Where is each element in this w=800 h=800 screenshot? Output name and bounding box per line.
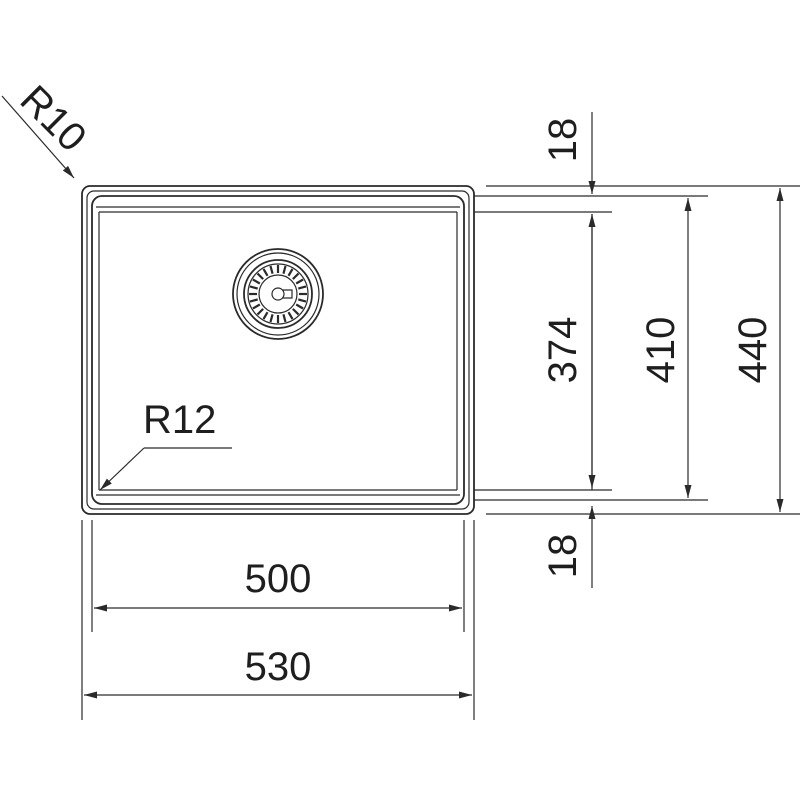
inner-depth-label: 374 xyxy=(541,317,585,384)
drain-slot xyxy=(292,308,300,316)
top-rim-label: 18 xyxy=(541,118,585,163)
r12-callout: R12 xyxy=(99,398,232,491)
drain-slot xyxy=(295,303,304,310)
r12-label: R12 xyxy=(143,398,216,442)
sink-rim-inner-line xyxy=(86,190,470,510)
drain-slot xyxy=(282,265,287,275)
width-dimensions: 500 530 xyxy=(81,520,475,720)
drain-icon xyxy=(232,248,324,340)
drain-slot xyxy=(297,285,307,290)
drain-slot xyxy=(252,278,261,285)
drain-slot xyxy=(287,268,294,277)
outer-width-label: 530 xyxy=(245,645,312,689)
drain-slot xyxy=(256,308,264,316)
drain-slots xyxy=(249,265,307,323)
inner-width-label: 500 xyxy=(245,557,312,601)
drain-slot xyxy=(292,272,300,280)
drain-slot xyxy=(269,313,274,323)
drain-slot xyxy=(269,265,274,275)
bottom-rim-label: 18 xyxy=(541,534,585,579)
sink-outline xyxy=(81,185,475,515)
drain-slot xyxy=(249,298,259,303)
drain-slot xyxy=(297,298,307,303)
sink-bowl xyxy=(91,195,465,505)
middle-depth-label: 410 xyxy=(639,317,683,384)
sink-outer-rim xyxy=(81,185,475,515)
drain-slot xyxy=(295,278,304,285)
drain-slot xyxy=(262,268,269,277)
drain-slot xyxy=(252,303,261,310)
r10-callout: R10 xyxy=(1,77,95,179)
drain-slot xyxy=(249,285,259,290)
drain-slot xyxy=(287,311,294,320)
drain-slot xyxy=(262,311,269,320)
drain-slot xyxy=(256,272,264,280)
drain-slot xyxy=(282,313,287,323)
outer-depth-label: 440 xyxy=(731,317,775,384)
height-dimensions: 18 374 18 410 440 xyxy=(474,112,800,588)
r10-label: R10 xyxy=(12,77,95,160)
